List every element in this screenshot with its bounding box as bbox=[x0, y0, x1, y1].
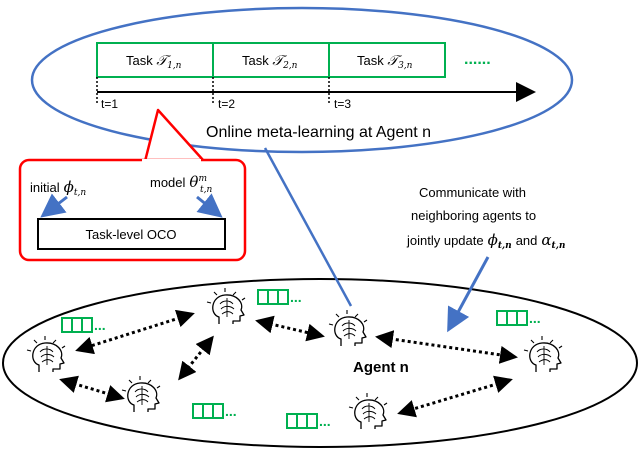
tick-label-1: t=1 bbox=[101, 97, 118, 111]
queue-agent-1 bbox=[257, 289, 289, 305]
task-timeline: Task 𝒯1,n Task 𝒯2,n Task 𝒯3,n ...... t=1… bbox=[96, 42, 536, 141]
link-agentn-a3 bbox=[375, 330, 518, 364]
agent-link-line bbox=[263, 147, 353, 307]
tick-label-2: t=2 bbox=[218, 97, 235, 111]
oco-box bbox=[37, 218, 226, 250]
tick-label-3: t=3 bbox=[334, 97, 351, 111]
task-label-1: Task 𝒯1,n bbox=[126, 53, 182, 71]
agent-brain-2 bbox=[26, 335, 66, 373]
initial-arrow bbox=[40, 193, 68, 218]
link-a1-a5 bbox=[178, 335, 214, 381]
queue-agent-5 bbox=[192, 403, 224, 419]
task-ellipsis: ...... bbox=[464, 51, 491, 68]
communicate-line-1: Communicate with bbox=[419, 185, 526, 200]
agent-brain-4 bbox=[348, 392, 388, 430]
link-a1-a2 bbox=[75, 309, 195, 355]
agent-n-label: Agent n bbox=[353, 359, 409, 376]
task-label-3: Task 𝒯3,n bbox=[357, 53, 413, 71]
agent-links bbox=[59, 309, 518, 418]
queue-ellipsis-1: ... bbox=[290, 289, 302, 305]
link-a3-a4 bbox=[397, 375, 513, 418]
communicate-line-2: neighboring agents to bbox=[411, 208, 536, 223]
task-box-3 bbox=[328, 42, 446, 78]
link-a1-agentn bbox=[255, 315, 325, 342]
task-box-1 bbox=[96, 42, 214, 78]
queue-ellipsis-4: ... bbox=[319, 413, 331, 429]
agent-brain-n bbox=[328, 309, 368, 347]
queue-agent-2 bbox=[61, 317, 93, 333]
agent-brain-1 bbox=[206, 287, 246, 325]
agent-brain-3 bbox=[523, 335, 563, 373]
model-arrow bbox=[196, 193, 223, 218]
task-label-2: Task 𝒯2,n bbox=[242, 53, 298, 71]
task-box-2 bbox=[212, 42, 330, 78]
queue-agent-4 bbox=[286, 413, 318, 429]
network-ellipse bbox=[2, 278, 638, 448]
meta-learning-caption: Online meta-learning at Agent n bbox=[206, 124, 431, 141]
communicate-text: Communicate with neighboring agents to j… bbox=[406, 185, 565, 251]
agent-brain-5 bbox=[121, 375, 161, 413]
queue-ellipsis-3: ... bbox=[529, 310, 541, 326]
queue-ellipsis-5: ... bbox=[225, 403, 237, 419]
queue-ellipsis-2: ... bbox=[94, 317, 106, 333]
communicate-arrow bbox=[447, 256, 490, 333]
oco-box-label: Task-level OCO bbox=[85, 227, 176, 242]
link-a2-a5 bbox=[59, 375, 125, 403]
queue-agent-3 bbox=[496, 310, 528, 326]
